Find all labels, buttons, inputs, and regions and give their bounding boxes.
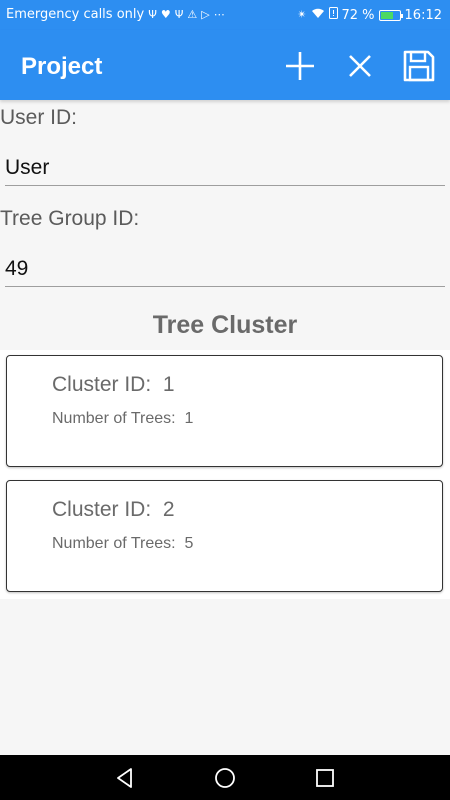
- cluster-id: Cluster ID: 2: [52, 498, 175, 521]
- cluster-tree-count: Number of Trees: 1: [52, 410, 194, 427]
- add-icon: [286, 52, 314, 80]
- cluster-list: Cluster ID: 1 Number of Trees: 1 Cluster…: [0, 350, 450, 599]
- close-icon: [349, 55, 371, 77]
- status-right: ✴ 72 % 16:12: [297, 7, 442, 23]
- battery-percent: 72 %: [341, 7, 375, 23]
- close-button[interactable]: [342, 48, 378, 84]
- save-icon: [403, 50, 435, 82]
- recent-apps-button[interactable]: [313, 766, 337, 790]
- app-bar: Project: [0, 30, 450, 100]
- navigation-bar: [0, 755, 450, 800]
- battery-icon: [378, 9, 403, 21]
- tree-cluster-title: Tree Cluster: [152, 311, 298, 339]
- user-id-label: User ID:: [0, 106, 78, 129]
- user-id-input[interactable]: [5, 150, 445, 186]
- status-time: 16:12: [404, 7, 442, 23]
- heart-icon: ♥: [160, 7, 171, 21]
- home-button[interactable]: [213, 766, 237, 790]
- carrier-text: Emergency calls only: [6, 7, 145, 22]
- back-button[interactable]: [113, 766, 137, 790]
- add-button[interactable]: [282, 48, 318, 84]
- play-store-icon: ▷: [201, 7, 210, 21]
- cluster-id: Cluster ID: 1: [52, 373, 175, 396]
- warning-icon: ⚠: [187, 7, 198, 21]
- home-icon: [215, 768, 235, 788]
- cluster-card[interactable]: Cluster ID: 1 Number of Trees: 1: [6, 355, 443, 467]
- bluetooth-icon: ✴: [297, 8, 307, 21]
- app-title: Project: [21, 53, 103, 80]
- status-left: Emergency calls only Ψ ♥ Ψ ⚠ ▷ ⋯: [6, 7, 225, 22]
- tree-group-id-input[interactable]: [5, 251, 445, 287]
- cluster-tree-count: Number of Trees: 5: [52, 535, 194, 552]
- status-bar: Emergency calls only Ψ ♥ Ψ ⚠ ▷ ⋯ ✴ 72 % …: [0, 0, 450, 30]
- usb-icon: Ψ: [174, 7, 184, 21]
- recent-apps-icon: [316, 769, 334, 787]
- sim-alert-icon: [328, 7, 338, 23]
- cluster-card[interactable]: Cluster ID: 2 Number of Trees: 5: [6, 480, 443, 592]
- save-button[interactable]: [401, 48, 437, 84]
- tree-group-id-label: Tree Group ID:: [0, 207, 140, 230]
- back-icon: [117, 768, 132, 788]
- battery-fill: [380, 11, 394, 19]
- more-icon: ⋯: [213, 7, 225, 21]
- wifi-icon: [311, 8, 325, 23]
- usb-icon: Ψ: [148, 7, 157, 21]
